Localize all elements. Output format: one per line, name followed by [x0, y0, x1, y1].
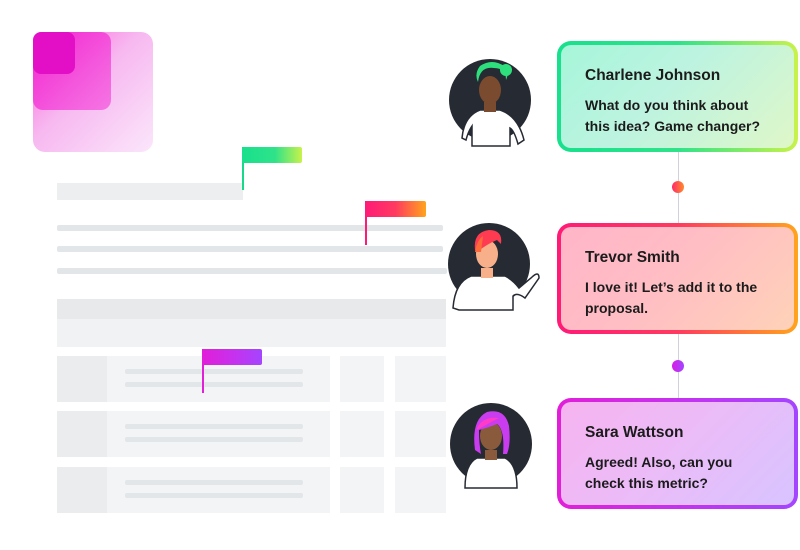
flag-icon[interactable] — [202, 349, 262, 365]
cell-line — [125, 437, 303, 442]
flag-pole-green — [242, 147, 244, 190]
comment-text: Agreed! Also, can you check this metric? — [585, 454, 733, 491]
comment-card[interactable]: Charlene Johnson What do you think about… — [557, 41, 798, 152]
comment-card[interactable]: Sara Wattson Agreed! Also, can you check… — [557, 398, 798, 509]
cell-line — [125, 382, 303, 387]
cell-line — [125, 480, 303, 485]
table-cell — [57, 411, 107, 457]
logo-tile-core — [33, 32, 75, 74]
table-cell — [57, 467, 107, 513]
avatar-icon — [447, 400, 537, 492]
table-cell — [340, 467, 384, 513]
doc-text-line — [57, 268, 447, 274]
comment-author: Sara Wattson — [585, 424, 684, 441]
flag-icon[interactable] — [365, 201, 426, 217]
table-header — [57, 299, 446, 319]
comment-text: What do you think about this idea? Game … — [585, 97, 761, 134]
connector-dot — [672, 181, 684, 193]
flag-pole-red — [365, 201, 367, 245]
comment-text: I love it! Let’s add it to the proposal. — [585, 279, 758, 316]
cell-line — [125, 369, 303, 374]
table-cell — [340, 411, 384, 457]
avatar-icon — [448, 58, 538, 148]
doc-text-line — [57, 246, 443, 252]
table-cell — [395, 411, 446, 457]
cell-line — [125, 493, 303, 498]
connector-dot — [672, 360, 684, 372]
doc-text-line — [57, 225, 443, 231]
avatar-icon — [447, 222, 547, 314]
comment-author: Trevor Smith — [585, 249, 680, 266]
cell-line — [125, 424, 303, 429]
flag-icon[interactable] — [242, 147, 302, 163]
comment-card[interactable]: Trevor Smith I love it! Let’s add it to … — [557, 223, 798, 334]
flag-pole-purple — [202, 349, 204, 393]
comment-author: Charlene Johnson — [585, 67, 721, 84]
table-cell — [57, 356, 107, 402]
table-cell — [395, 356, 446, 402]
table-cell — [340, 356, 384, 402]
table-subheader — [57, 319, 446, 347]
doc-heading-placeholder — [57, 183, 243, 200]
table-cell — [395, 467, 446, 513]
